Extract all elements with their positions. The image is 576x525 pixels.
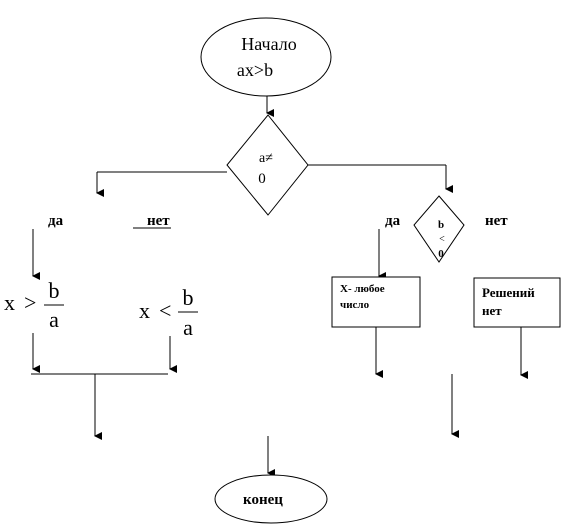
result-x-greater: x > b a [4, 278, 64, 332]
decision-a-line1: a≠ [259, 151, 273, 166]
result-x-greater-den: a [49, 307, 59, 332]
end-label: конец [243, 492, 283, 508]
start-condition: ax>b [237, 60, 273, 80]
result-x-greater-var: x [4, 290, 15, 315]
box-no-solutions-line1: Решений [482, 285, 535, 300]
decision-a-not-zero: a≠ 0 [226, 114, 309, 216]
decision-b-less-zero: b < 0 [413, 195, 465, 263]
decision-a-line2: 0 [258, 171, 266, 187]
result-x-less-var: x [139, 298, 150, 323]
result-x-less-op: < [159, 298, 171, 323]
start-label: Начало [241, 34, 296, 54]
result-x-less: x < b a [139, 285, 198, 340]
left-no-label: нет [147, 213, 170, 229]
start-node: Начало ax>b [200, 17, 332, 97]
box-no-solutions-line2: нет [482, 303, 502, 318]
result-x-greater-num: b [49, 278, 60, 303]
decision-b-line2: < [439, 234, 445, 245]
box-any-number-line1: X- любое [340, 283, 385, 295]
result-x-less-den: a [183, 315, 193, 340]
decision-b-line3: 0 [438, 248, 444, 260]
box-no-solutions: Решений нет [473, 277, 561, 328]
box-any-number-line2: число [340, 299, 370, 311]
box-any-number: X- любое число [331, 276, 421, 328]
right-yes-label: да [385, 213, 401, 229]
right-no-label: нет [485, 213, 508, 229]
result-x-greater-op: > [24, 290, 36, 315]
left-yes-label: да [48, 213, 64, 229]
result-x-less-num: b [183, 285, 194, 310]
decision-b-line1: b [438, 219, 444, 231]
end-node: конец [214, 474, 328, 524]
